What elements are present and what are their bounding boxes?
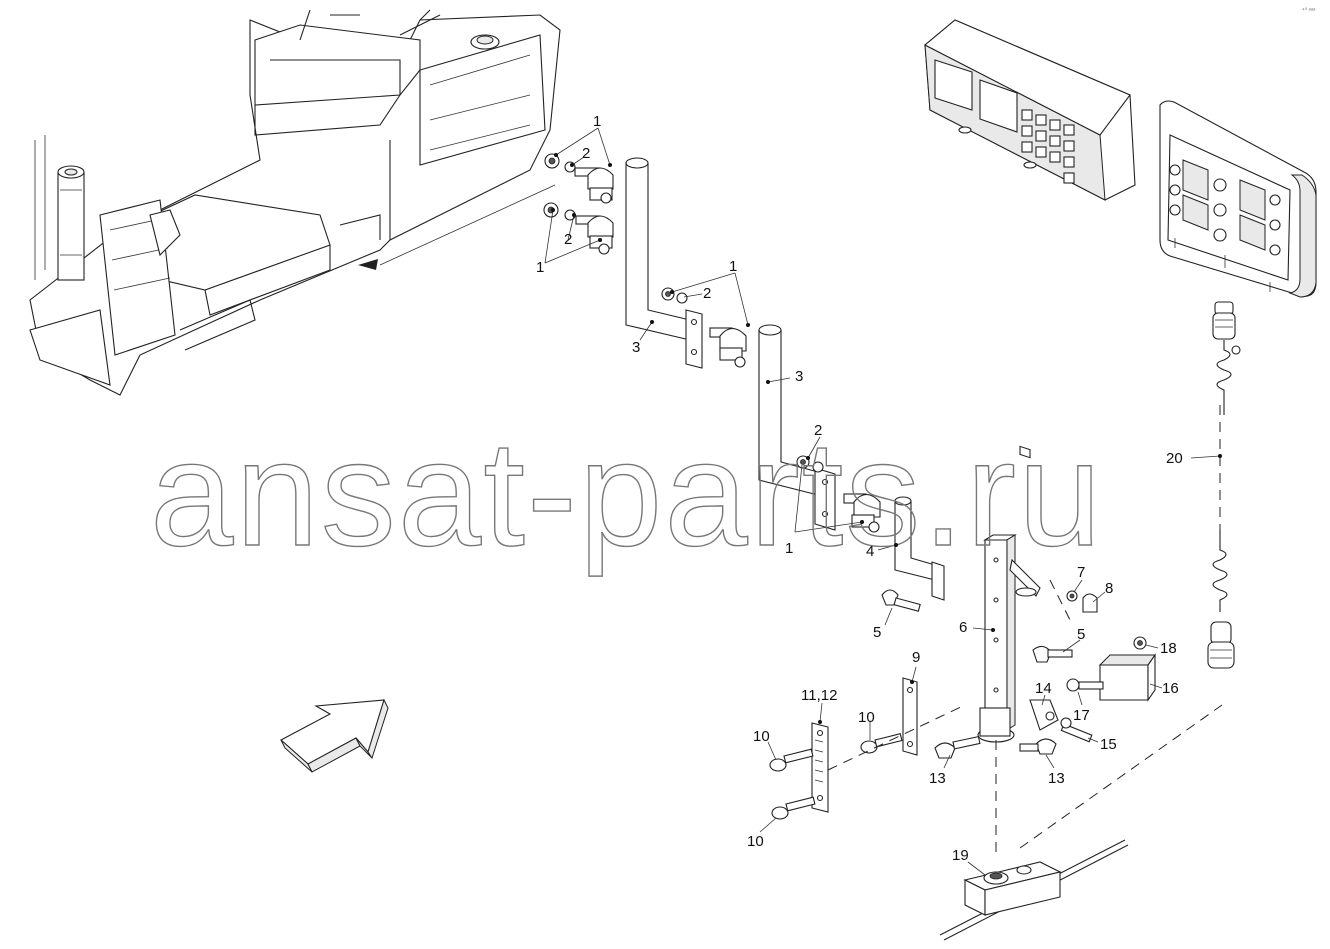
nut-7-clip-8 [1066,590,1098,613]
callout-9: 9 [912,649,920,666]
callout-13: 13 [1048,770,1065,787]
wing-bolt-13-right [1019,738,1057,755]
button-column-front [1169,164,1281,256]
rod-3-right [758,324,836,531]
callout-1: 1 [593,113,601,130]
callout-14: 14 [1035,680,1052,697]
assembly-arrow-line [358,184,556,270]
callout-10: 10 [753,728,770,745]
leader-lines [544,127,1221,876]
cable-20-lower [1207,530,1235,669]
callout-8: 8 [1105,580,1113,597]
machine-frame [29,9,561,396]
direction-arrow-icon [280,698,389,773]
callout-3: 3 [795,368,803,385]
scale-11-12 [811,722,829,813]
rod-3-left [625,157,703,369]
callout-2: 2 [703,285,711,302]
wing-bolt-13-left [934,735,981,759]
nut-18 [1133,636,1147,650]
callout-5: 5 [873,624,881,641]
callout-labels: 1 2 2 1 1 2 3 3 2 1 4 5 6 7 8 5 9 11,12 … [536,113,1183,864]
bracket-14 [1029,699,1059,731]
display-panel-left [1182,159,1209,231]
mast-6 [977,534,1041,743]
callout-1: 1 [729,258,737,275]
callout-18: 18 [1160,640,1177,657]
bracket-16 [1098,653,1156,702]
control-box-front [1159,100,1317,298]
watermark-text: ansat-parts.ru [150,409,1103,577]
callout-15: 15 [1100,736,1117,753]
plate-9 [902,677,918,756]
assembly-lines [827,405,1223,855]
callout-1: 1 [785,540,793,557]
wing-bolt-5-right [1032,645,1073,663]
rod-4 [894,496,945,601]
callout-6: 6 [959,619,967,636]
callout-17: 17 [1073,707,1090,724]
bolt-15 [1060,717,1093,743]
frame-pipe [57,165,85,281]
button-grid-rear [1021,109,1075,184]
callout-4: 4 [866,543,874,560]
callout-11-12: 11,12 [801,687,837,704]
bolt-10-a [769,748,814,772]
callout-16: 16 [1162,680,1179,697]
callout-7: 7 [1077,564,1085,581]
corner-code: ⁴⁰ ᵃᵃᵃ [1302,7,1316,14]
control-box-rear [924,19,1136,459]
bolt-10-b [860,733,903,754]
sensor-19 [939,839,1129,941]
display-panel-right [1239,179,1266,251]
callout-10: 10 [858,709,875,726]
callout-20: 20 [1166,450,1183,467]
callout-2: 2 [564,231,572,248]
clamp-set-upper [543,153,614,255]
bolt-10-c [771,796,816,820]
callout-2: 2 [814,422,822,439]
cable-20-upper [1212,301,1241,415]
callout-5: 5 [1077,626,1085,643]
callout-1: 1 [536,259,544,276]
clamp-set-middle [661,287,747,368]
leader-dots [551,153,1222,724]
clamp-set-lower [796,455,881,533]
callout-2: 2 [582,145,590,162]
wing-bolt-5-left [881,589,921,612]
callout-10: 10 [747,833,764,850]
callout-3: 3 [632,339,640,356]
callout-19: 19 [952,847,969,864]
bolt-17 [1066,678,1104,692]
callout-13: 13 [929,770,946,787]
